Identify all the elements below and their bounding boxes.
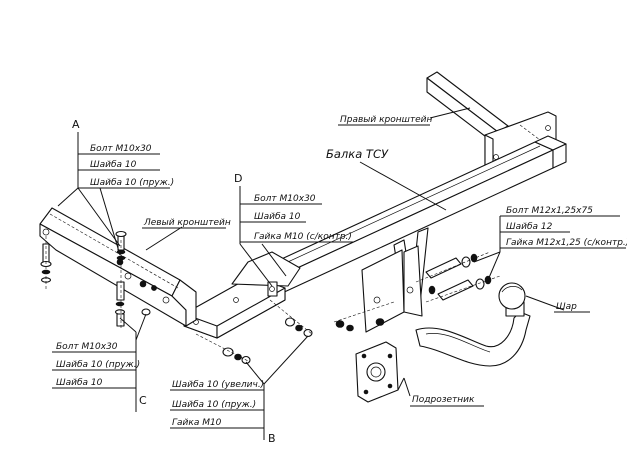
callout-b-item-2: Шайба 10 (пруж.) <box>172 400 256 410</box>
callout-b <box>170 335 309 440</box>
left-beam-mount <box>183 251 301 339</box>
ball-fasteners <box>415 251 501 303</box>
beam-title: Балка ТСУ <box>326 147 389 161</box>
callout-c-letter: C <box>139 394 147 407</box>
left-frame-bracket <box>39 207 197 327</box>
callout-ball-item-2: Шайба 12 <box>506 222 553 232</box>
callout-d <box>239 186 354 287</box>
callout-a-letter: A <box>72 118 80 131</box>
group-b-fasteners <box>195 299 313 365</box>
right-bracket <box>426 71 557 171</box>
callout-d-item-3: Гайка M10 (с/контр.) <box>254 232 352 242</box>
left-bracket-label: Левый кронштейн <box>143 218 231 228</box>
callout-a-item-2: Шайба 10 <box>90 160 137 170</box>
callout-c <box>52 313 147 412</box>
callout-b-item-1: Шайба 10 (увелич.) <box>172 380 264 390</box>
callout-c-item-2: Шайба 10 (пруж.) <box>56 360 140 370</box>
socket-plate-label: Подрозетник <box>412 395 475 405</box>
callout-b-letter: B <box>268 432 276 445</box>
callout-c-item-3: Шайба 10 <box>56 378 103 388</box>
callout-a <box>57 132 170 256</box>
tow-ball <box>415 282 531 367</box>
callout-d-letter: D <box>234 172 242 185</box>
callout-ball-item-3: Гайка M12x1,25 (с/контр.) <box>506 238 627 248</box>
group-c-fasteners <box>40 236 151 330</box>
right-bracket-label: Правый кронштейн <box>340 115 433 125</box>
callout-ball-fasteners <box>473 215 626 281</box>
callout-d-item-1: Болт M10x30 <box>254 194 316 204</box>
callout-b-item-3: Гайка M10 <box>172 418 222 428</box>
ball-mount-bracket <box>333 227 429 333</box>
callout-a-item-1: Болт M10x30 <box>90 144 152 154</box>
socket-plate <box>355 341 399 403</box>
callout-a-item-3: Шайба 10 (пруж.) <box>90 178 174 188</box>
callout-d-item-2: Шайба 10 <box>254 212 301 222</box>
leader-lines <box>145 107 565 397</box>
callout-c-item-1: Болт M10x30 <box>56 342 118 352</box>
ball-label: Шар <box>556 302 577 312</box>
callout-ball-item-1: Болт M12x1,25x75 <box>506 206 593 216</box>
